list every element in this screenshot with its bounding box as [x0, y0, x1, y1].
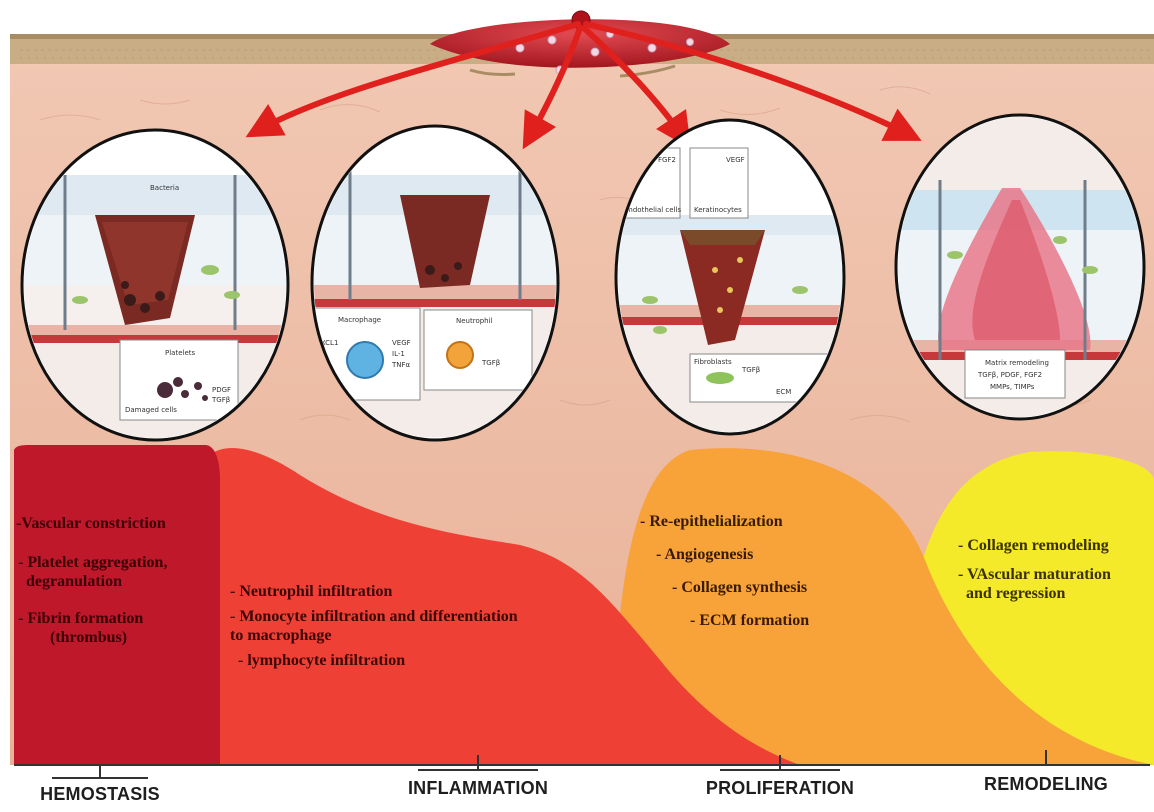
proliferation-event: - ECM formation — [640, 611, 809, 630]
remodeling-label-1: TGFβ, PDGF, FGF2 — [977, 371, 1042, 379]
remodeling-event: - Collagen remodeling — [958, 536, 1111, 555]
proliferation-label-5: TGFβ — [741, 366, 760, 374]
remodeling-label-0: Matrix remodeling — [985, 359, 1049, 367]
inflammation-label-3: VEGF — [392, 339, 411, 347]
proliferation-label: PROLIFERATION — [706, 778, 854, 799]
hemostasis-label: HEMOSTASIS — [40, 784, 160, 805]
remodeling-event: and regression — [958, 584, 1111, 603]
hemostasis-label-2: Damaged cells — [125, 406, 177, 414]
inflammation-label-6: TGFβ — [481, 359, 500, 367]
hemostasis-label-3: PDGF — [212, 386, 231, 394]
inflammation-label-1: Neutrophil — [456, 317, 493, 325]
proliferation-inset: Endothelial cells Keratinocytes Fibrobla… — [616, 120, 844, 435]
proliferation-label-0: Endothelial cells — [624, 206, 681, 214]
inflammation-inset: Macrophage Neutrophil CXCL1 VEGF IL-1 TN… — [312, 126, 558, 440]
proliferation-event: - Collagen synthesis — [640, 578, 809, 597]
proliferation-label-3: FGF2 — [658, 156, 676, 164]
inflammation-label-5: TNFα — [391, 361, 411, 369]
proliferation-event: - Re-epithelialization — [640, 512, 809, 531]
hemostasis-event: - Fibrin formation — [16, 609, 167, 628]
hemostasis-event: -Vascular constriction — [16, 514, 167, 533]
hemostasis-label-1: Platelets — [165, 349, 196, 357]
remodeling-event: - VAscular maturation — [958, 565, 1111, 584]
inflammation-event: - Monocyte infiltration and differentiat… — [230, 607, 518, 626]
hemostasis-event: - Platelet aggregation, — [16, 553, 167, 572]
inflammation-event: - Neutrophil infiltration — [230, 582, 518, 601]
hemostasis-event: degranulation — [16, 572, 167, 591]
hemostasis-events: -Vascular constriction - Platelet aggreg… — [16, 514, 167, 647]
inflammation-label: INFLAMMATION — [408, 778, 548, 799]
proliferation-events: - Re-epithelialization - Angiogenesis - … — [640, 512, 809, 630]
inflammation-label-0: Macrophage — [338, 316, 381, 324]
proliferation-label-2: Fibroblasts — [694, 358, 732, 366]
hemostasis-label-0: Bacteria — [150, 184, 179, 192]
inflammation-label-4: IL-1 — [392, 350, 405, 358]
inflammation-event: - lymphocyte infiltration — [230, 651, 518, 670]
remodeling-label-2: MMPs, TIMPs — [990, 383, 1035, 391]
hemostasis-event: (thrombus) — [16, 628, 167, 647]
proliferation-label-6: ECM — [776, 388, 791, 396]
hemostasis-label-4: TGFβ — [211, 396, 230, 404]
hemostasis-inset: Bacteria Platelets Damaged cells PDGF TG… — [22, 130, 288, 443]
proliferation-label-1: Keratinocytes — [694, 206, 742, 214]
inflammation-events: - Neutrophil infiltration - Monocyte inf… — [230, 582, 518, 670]
remodeling-label: REMODELING — [984, 774, 1108, 795]
proliferation-event: - Angiogenesis — [640, 545, 809, 564]
inflammation-event: to macrophage — [230, 626, 518, 645]
proliferation-label-4: VEGF — [726, 156, 745, 164]
remodeling-events: - Collagen remodeling - VAscular maturat… — [958, 536, 1111, 603]
